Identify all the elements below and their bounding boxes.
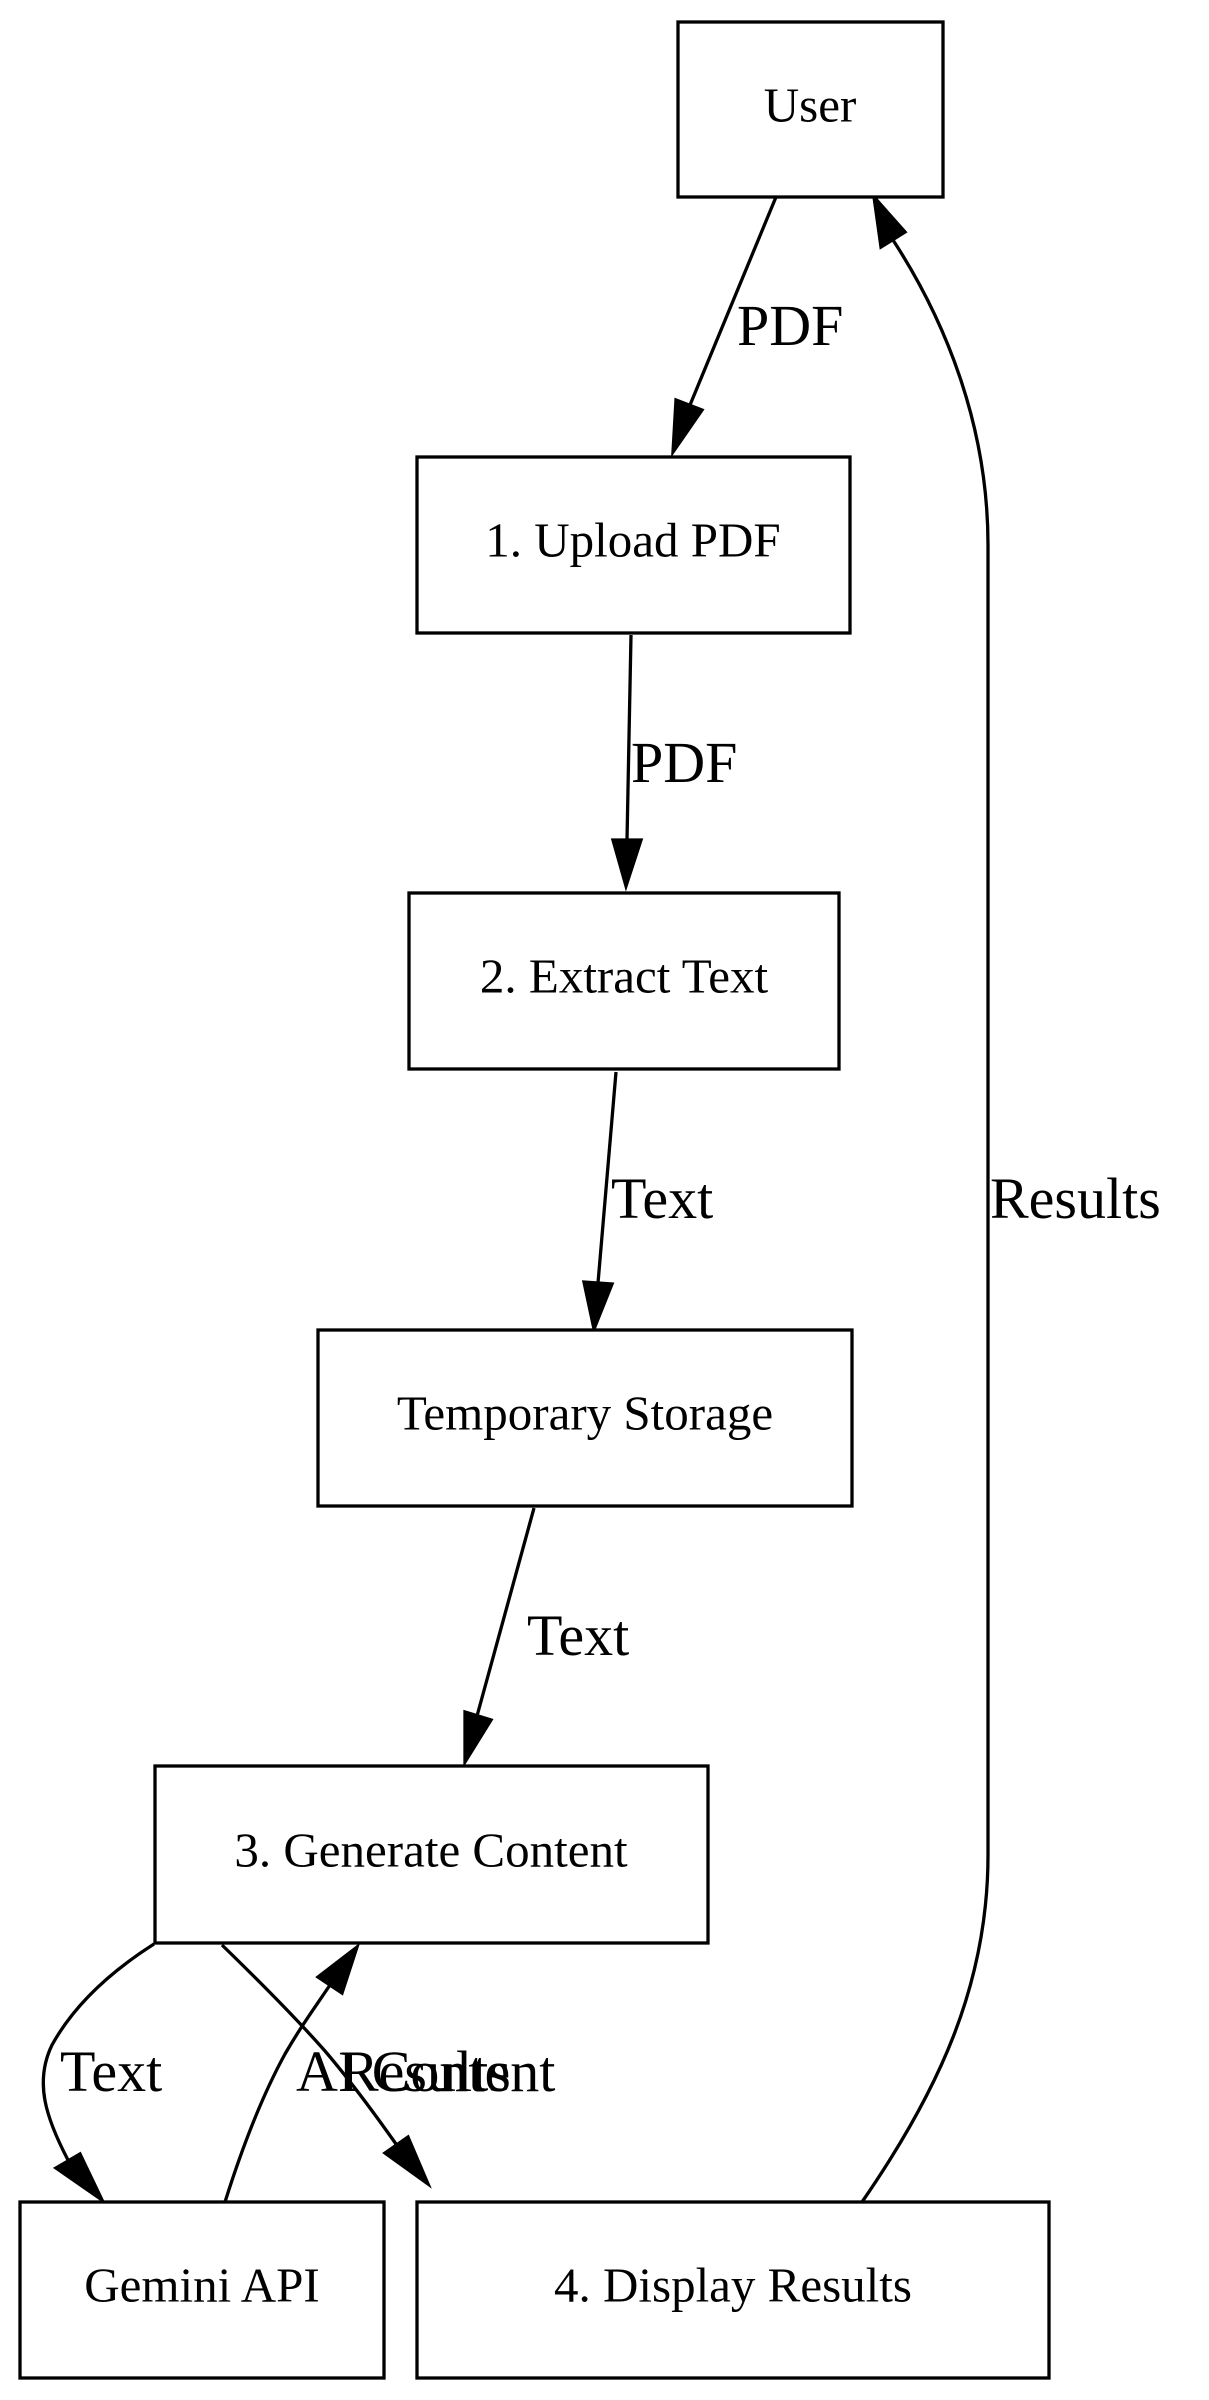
edge-upload-to-extract: PDF xyxy=(610,634,737,892)
edge-label: Text xyxy=(60,2039,162,2104)
edge-label: Results xyxy=(340,2039,511,2104)
edge-generate-to-display: Results xyxy=(220,1943,511,2189)
edge-line xyxy=(41,1942,155,2161)
arrowhead xyxy=(52,2151,107,2205)
node-box xyxy=(415,455,852,635)
arrowhead xyxy=(315,1942,361,1996)
edge-extract-to-storage: Text xyxy=(581,1071,713,1335)
edge-label: Results xyxy=(990,1166,1161,1231)
node-label: Gemini API xyxy=(84,2257,319,2312)
arrowhead xyxy=(382,2134,432,2189)
node-extract-text: 2. Extract Text xyxy=(407,891,841,1071)
node-box xyxy=(415,2200,1051,2380)
node-user: User xyxy=(676,20,945,199)
node-box xyxy=(676,20,945,199)
node-label: 4. Display Results xyxy=(554,2257,912,2312)
node-label: 1. Upload PDF xyxy=(485,512,780,567)
node-box xyxy=(153,1764,710,1945)
edge-line xyxy=(223,1984,332,2203)
node-temporary-storage: Temporary Storage xyxy=(316,1328,854,1508)
arrowhead xyxy=(610,838,644,892)
arrowhead xyxy=(581,1280,615,1335)
edge-label: Text xyxy=(527,1603,629,1668)
edge-storage-to-generate: Text xyxy=(463,1507,629,1768)
edge-generate-to-gemini: Text xyxy=(41,1942,162,2205)
edge-label: AI Content xyxy=(296,2039,555,2104)
node-upload-pdf: 1. Upload PDF xyxy=(415,455,852,635)
node-generate-content: 3. Generate Content xyxy=(153,1764,710,1945)
node-label: User xyxy=(764,77,857,132)
node-gemini-api: Gemini API xyxy=(18,2200,386,2380)
edge-line xyxy=(625,634,633,841)
edge-user-to-upload: PDF xyxy=(671,196,843,458)
node-label: 3. Generate Content xyxy=(234,1822,628,1877)
edge-line xyxy=(475,1507,536,1717)
edge-line xyxy=(596,1071,618,1284)
arrowhead xyxy=(463,1709,494,1768)
edge-line xyxy=(688,196,778,406)
node-label: 2. Extract Text xyxy=(480,948,769,1003)
arrowhead xyxy=(871,191,908,250)
edge-line xyxy=(220,1943,398,2145)
edge-label: Text xyxy=(611,1166,713,1231)
edge-label: PDF xyxy=(737,293,843,358)
edge-display-to-user: Results xyxy=(860,191,1161,2203)
arrowhead xyxy=(671,397,705,458)
node-display-results: 4. Display Results xyxy=(415,2200,1051,2380)
edge-gemini-to-generate: AI Content xyxy=(223,1942,555,2203)
node-box xyxy=(18,2200,386,2380)
node-box xyxy=(407,891,841,1071)
edge-label: PDF xyxy=(631,730,737,795)
edge-line xyxy=(860,239,990,2203)
node-box xyxy=(316,1328,854,1508)
node-label: Temporary Storage xyxy=(397,1385,773,1440)
